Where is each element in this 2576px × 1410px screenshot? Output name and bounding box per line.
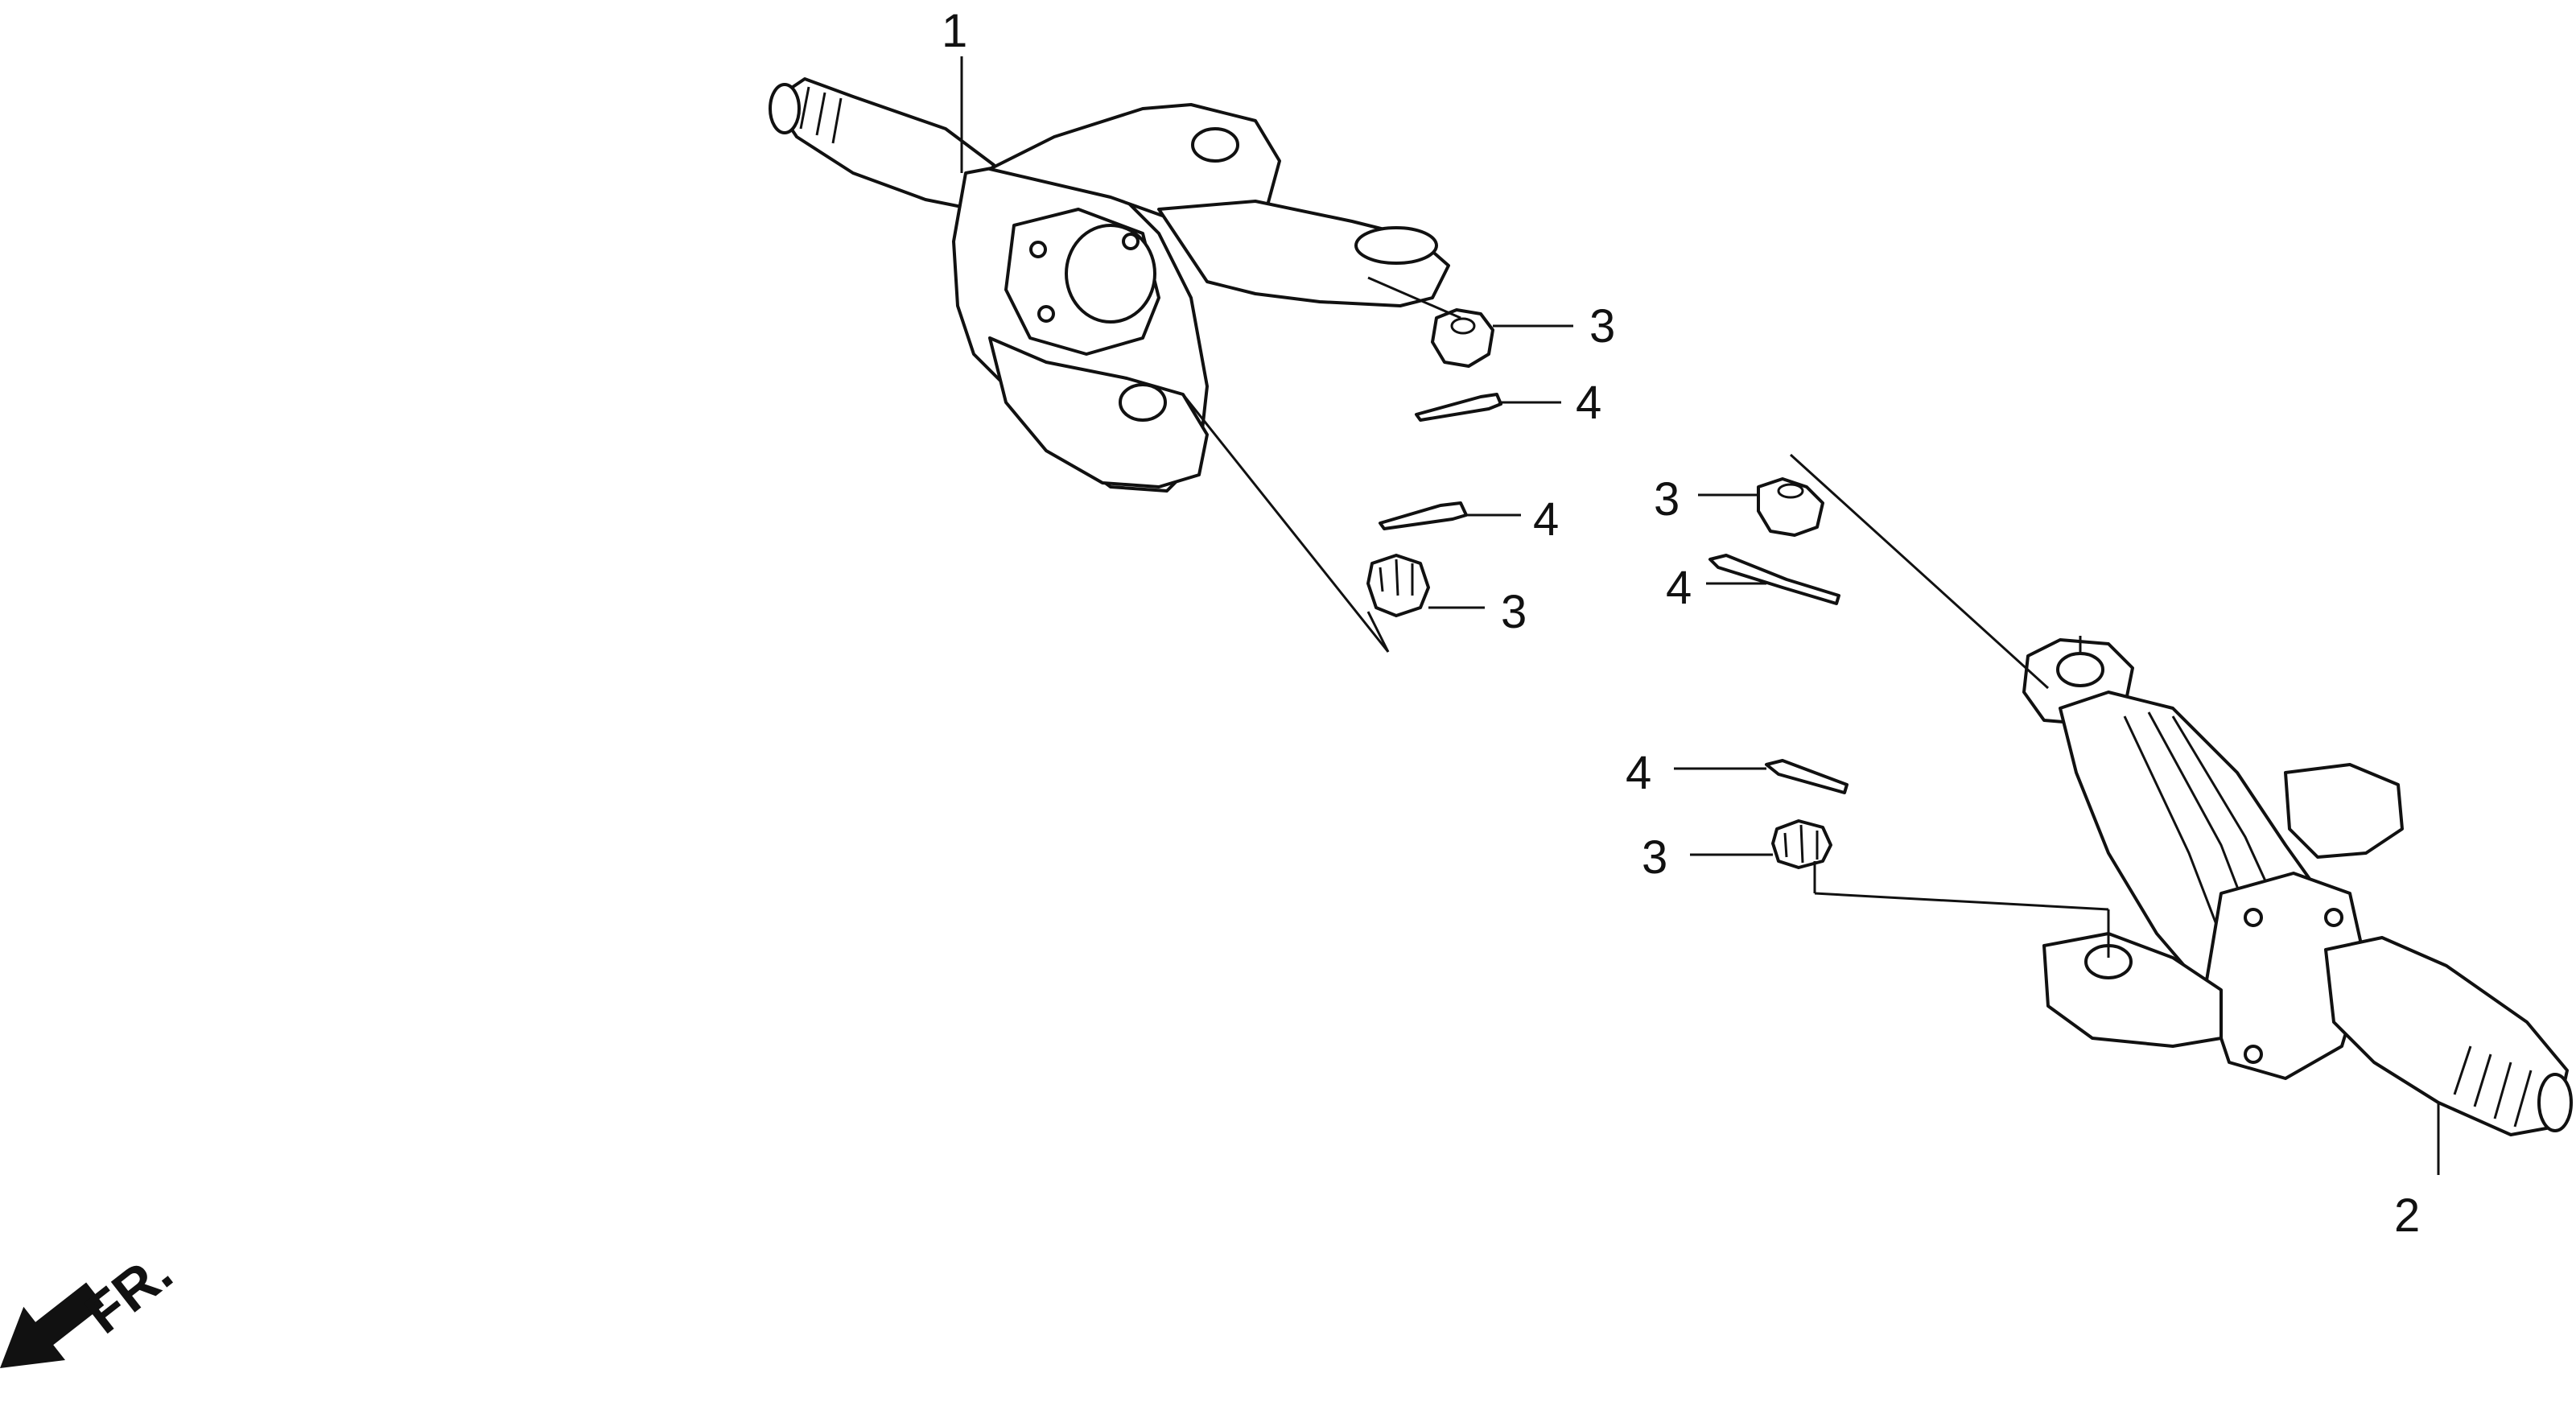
callout-knuckle-right: 2: [2394, 1103, 2440, 1242]
cotter-pin: [1708, 554, 1840, 605]
castle-nut: [1431, 308, 1494, 368]
svg-text:4: 4: [1626, 747, 1651, 799]
callout-nut-upper-left: 3: [1493, 300, 1615, 352]
callout-pin-lower-left: 4: [1465, 493, 1559, 546]
castle-nut: [1757, 477, 1824, 537]
svg-text:FR.: FR.: [73, 1240, 183, 1346]
front-direction-arrow-icon: [0, 1282, 105, 1368]
cotter-pin: [1379, 501, 1468, 530]
svg-text:1: 1: [942, 5, 967, 57]
svg-text:4: 4: [1576, 377, 1601, 429]
svg-text:3: 3: [1589, 300, 1615, 352]
front-direction-label: FR.: [73, 1240, 183, 1346]
cotter-pin: [1415, 393, 1502, 422]
svg-text:3: 3: [1501, 586, 1527, 638]
castle-nut: [1366, 554, 1430, 617]
callout-nut-upper-right: 3: [1654, 473, 1758, 526]
callout-pin-upper-left: 4: [1498, 377, 1601, 429]
svg-text:3: 3: [1642, 831, 1667, 884]
svg-text:4: 4: [1666, 562, 1692, 614]
callout-pin-upper-right: 4: [1666, 562, 1766, 614]
svg-text:4: 4: [1533, 493, 1559, 546]
callout-nut-lower-right: 3: [1642, 831, 1773, 884]
callout-nut-lower-left: 3: [1428, 586, 1527, 638]
svg-text:2: 2: [2394, 1189, 2420, 1242]
callout-pin-lower-right: 4: [1626, 747, 1766, 799]
cotter-pin: [1765, 759, 1849, 794]
callout-knuckle-left: 1: [942, 5, 967, 173]
svg-text:3: 3: [1654, 473, 1680, 526]
castle-nut: [1771, 819, 1832, 869]
right-steering-knuckle: [2022, 638, 2573, 1136]
left-steering-knuckle: [769, 77, 1450, 493]
assembly-lines: [1181, 276, 2110, 958]
